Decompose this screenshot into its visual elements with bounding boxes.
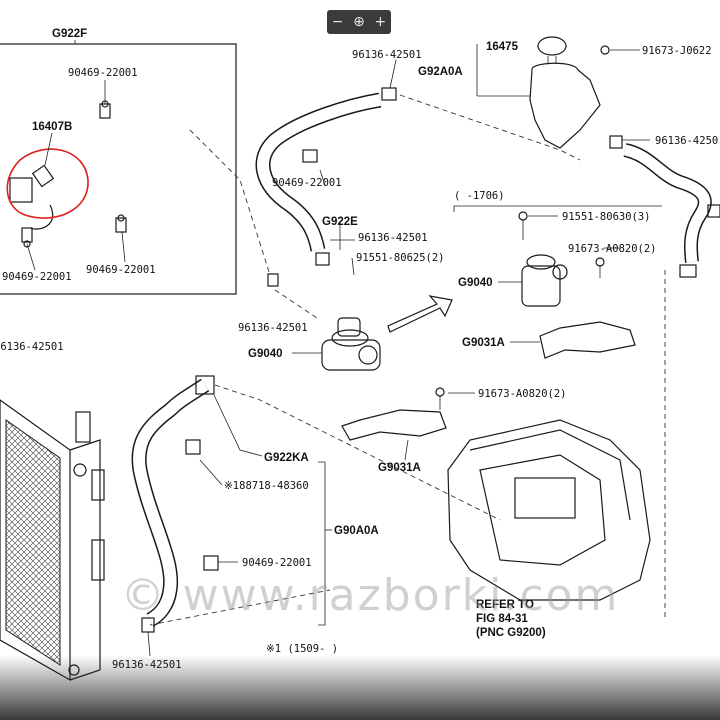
clamp-icon xyxy=(21,100,127,248)
bracket-g9031a-right xyxy=(539,321,636,359)
label-91673-a0820-mid: 91673-A0820(2) xyxy=(478,388,567,400)
hose-branch xyxy=(29,204,54,230)
radiator xyxy=(0,399,105,682)
label-90469-low: 90469-22001 xyxy=(242,557,312,569)
label-g922e: G922E xyxy=(322,216,358,228)
zoom-out-button[interactable]: − xyxy=(331,14,344,30)
label-g9031a-right: G9031A xyxy=(462,337,505,349)
label-90469-a: 90469-22001 xyxy=(68,67,138,79)
label-188718: ※188718-48360 xyxy=(224,480,309,492)
label-90469-b: 90469-22001 xyxy=(86,264,156,276)
label-90469-mid: 90469-22001 xyxy=(272,177,342,189)
range-bracket xyxy=(453,205,662,212)
bracket-g9031a xyxy=(341,409,447,441)
clamp-icon xyxy=(141,375,219,633)
label-g922f: G922F xyxy=(52,28,87,40)
label-note-1509: ※1 (1509- ) xyxy=(266,643,338,655)
clamp-icon xyxy=(609,135,720,278)
label-96136-mid: 96136-42501 xyxy=(358,232,428,244)
inverter-assembly xyxy=(447,419,651,601)
label-91551-80625: 91551-80625(2) xyxy=(356,252,445,264)
arrow-icon xyxy=(387,295,453,333)
label-91673-a0820-right: 91673-A0820(2) xyxy=(568,243,657,255)
label-96136-box: 96136-42501 xyxy=(238,322,308,334)
label-g9031a-mid: G9031A xyxy=(378,462,421,474)
zoom-icon[interactable]: ⊕ xyxy=(353,14,365,30)
label-pnc: (PNC G9200) xyxy=(476,627,546,639)
connector-16407b xyxy=(9,177,33,203)
label-refer-to: REFER TO xyxy=(476,599,534,611)
reservoir-tank-g92a0a xyxy=(529,36,601,149)
highlight-circle xyxy=(6,148,89,219)
label-fig: FIG 84-31 xyxy=(476,613,528,625)
label-g90a0a: G90A0A xyxy=(334,525,379,537)
label-range-1706: ( -1706) xyxy=(454,190,505,202)
g922f-detail-box xyxy=(0,43,237,295)
zoom-toolbar: − ⊕ + xyxy=(327,10,391,34)
label-90469-c: 90469-22001 xyxy=(2,271,72,283)
water-pump-g9040-right xyxy=(521,254,568,307)
water-pump-g9040 xyxy=(321,317,381,371)
label-96136-left: 96136-42501 xyxy=(0,341,64,353)
label-16475: 16475 xyxy=(486,41,519,53)
label-g92a0a: G92A0A xyxy=(418,66,463,78)
bottom-shade xyxy=(0,655,720,720)
label-g9040-right: G9040 xyxy=(458,277,493,289)
label-g922ka: G922KA xyxy=(264,452,309,464)
label-16407b: 16407B xyxy=(32,121,72,133)
zoom-in-button[interactable]: + xyxy=(374,14,387,30)
label-91551-80630: 91551-80630(3) xyxy=(562,211,651,223)
label-96136-right: 96136-4250 xyxy=(655,135,718,147)
clamp-icon xyxy=(267,87,397,287)
label-91673-j0622: 91673-J0622 xyxy=(642,45,712,57)
label-g9040-left: G9040 xyxy=(248,348,283,360)
label-96136-top: 96136-42501 xyxy=(352,49,422,61)
